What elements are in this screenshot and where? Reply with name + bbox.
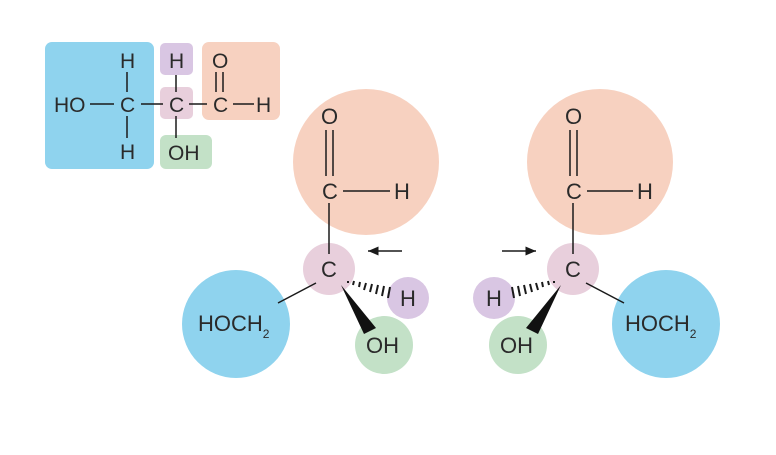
left-aldehyde-carbon: C — [322, 179, 338, 204]
left-hoch2-circle — [182, 270, 290, 378]
right-solid-wedge — [526, 285, 561, 334]
fischer-purple-box — [160, 43, 193, 75]
right-aldehyde-circle — [527, 89, 673, 235]
right-oxygen: O — [565, 104, 582, 129]
left-center-carbon-circle — [303, 243, 355, 295]
fischer-projection: HO C C C H H H OH O H — [45, 42, 280, 169]
fischer-ho-label: HO — [54, 94, 86, 117]
left-molecule: O C H C H OH HOCH2 — [182, 89, 439, 378]
fischer-salmon-box — [202, 42, 280, 120]
fischer-h-aldehyde: H — [256, 94, 271, 117]
left-aldehyde-h: H — [394, 179, 410, 204]
fischer-carbon-3: C — [213, 94, 228, 117]
fischer-h-top-2: H — [169, 50, 184, 73]
right-center-carbon-circle — [547, 243, 599, 295]
left-hoch2-label: HOCH2 — [198, 311, 270, 341]
left-ch2-bond — [277, 282, 317, 304]
fischer-h-top-1: H — [120, 50, 135, 73]
left-center-carbon: C — [321, 257, 337, 282]
left-hashed-wedge — [347, 280, 391, 299]
left-oxygen: O — [321, 104, 338, 129]
fischer-carbon-2: C — [169, 94, 184, 117]
right-center-carbon: C — [565, 257, 581, 282]
right-h-label: H — [486, 286, 502, 311]
right-aldehyde-h: H — [637, 179, 653, 204]
fischer-carbon-1: C — [120, 94, 135, 117]
left-aldehyde-circle — [293, 89, 439, 235]
right-h-circle — [473, 277, 515, 319]
right-oh-label: OH — [500, 333, 533, 358]
left-oh-label: OH — [366, 333, 399, 358]
right-molecule: O C H C H OH HOCH2 — [473, 89, 720, 378]
right-ch2-bond — [585, 282, 625, 304]
left-h-circle — [387, 277, 429, 319]
left-h-label: H — [400, 286, 416, 311]
right-hashed-wedge — [511, 280, 555, 299]
right-hoch2-label: HOCH2 — [625, 311, 697, 341]
fischer-oxygen: O — [212, 50, 228, 73]
fischer-pink-box — [160, 87, 193, 119]
fischer-oh-label: OH — [168, 142, 200, 165]
fischer-green-box — [160, 135, 212, 169]
left-solid-wedge — [341, 285, 376, 334]
fischer-h-bottom-1: H — [120, 141, 135, 164]
right-aldehyde-carbon: C — [566, 179, 582, 204]
right-hoch2-circle — [612, 270, 720, 378]
